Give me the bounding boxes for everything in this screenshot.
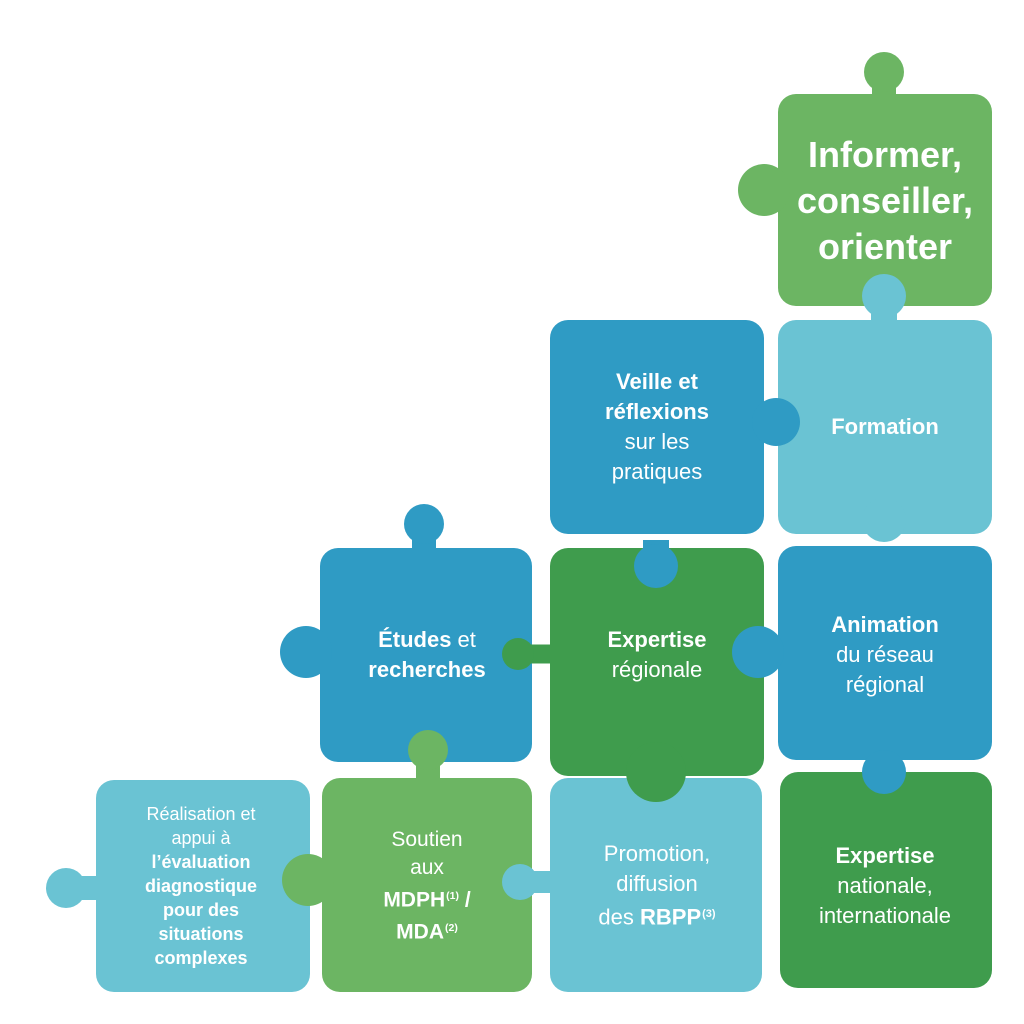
realisation-line-7: complexes (154, 948, 248, 968)
promotion-line-3-normal: des (598, 904, 640, 930)
soutien-mdph-note: (1) (446, 889, 459, 902)
knob-animation-left (732, 626, 784, 678)
knob-promotion-left (502, 864, 538, 900)
knob-soutien-top (408, 730, 448, 770)
promotion-line-2: diffusion (616, 871, 698, 897)
expertise-nationale-line-3: internationale (818, 903, 952, 928)
tile-veille (550, 320, 764, 534)
knob-veille-right (752, 398, 800, 446)
tile-soutien-text: Soutien aux MDPH(1) / MDA(2) (322, 780, 532, 992)
soutien-separator: / (459, 888, 471, 911)
tile-expertise-regionale-text: Expertise régionale (552, 550, 762, 760)
tile-promotion-text: Promotion, diffusion des RBPP(3) (552, 780, 762, 992)
knob-etudes-top (404, 504, 444, 544)
informer-line-1: Informer, (807, 134, 963, 175)
tile-realisation (96, 780, 310, 992)
expertise-nationale-line-1: Expertise (835, 843, 935, 868)
formation-line-1: Formation (831, 414, 939, 439)
tile-formation (778, 320, 992, 534)
tile-veille-text: Veille et réflexions sur les pratiques (552, 322, 762, 532)
expertise-nationale-line-2: nationale, (837, 873, 933, 898)
animation-line-3: régional (845, 672, 925, 697)
realisation-line-6: situations (158, 924, 244, 944)
informer-line-2: conseiller, (796, 180, 974, 221)
informer-line-3: orienter (817, 226, 953, 267)
veille-line-2: réflexions (605, 399, 709, 424)
soutien-mda-note: (2) (444, 922, 458, 934)
tile-expertise-nationale-text: Expertise nationale, internationale (780, 780, 990, 992)
etudes-line-2: recherches (368, 657, 486, 682)
tile-expertise-nationale (780, 772, 992, 988)
tile-animation (778, 546, 992, 760)
knob-informer-left (738, 164, 790, 216)
promotion-rbpp-note: (3) (702, 908, 716, 921)
tile-expertise-regionale (550, 548, 764, 776)
knob-veille-bottom (634, 544, 678, 588)
knob-expertise-regionale-left (502, 638, 534, 670)
etudes-line-1-normal: et (451, 627, 476, 652)
knob-informer-top (864, 52, 904, 92)
knob-formation-bottom (862, 498, 906, 542)
tile-soutien (322, 778, 532, 992)
soutien-line-2: aux (410, 855, 444, 879)
veille-line-1: Veille et (616, 369, 698, 394)
realisation-line-1: Réalisation et (146, 804, 256, 824)
knob-etudes-left (280, 626, 332, 678)
veille-line-3: sur les (624, 429, 690, 454)
tile-realisation-text: Réalisation et appui à l’évaluation diag… (96, 780, 306, 992)
animation-line-1: Animation (831, 612, 939, 637)
knob-animation-bottom (862, 750, 906, 794)
knob-soutien-left (282, 854, 334, 906)
tile-promotion (550, 778, 762, 992)
realisation-line-4: diagnostique (145, 876, 257, 896)
promotion-rbpp: RBPP (640, 904, 702, 930)
animation-line-2: du réseau (836, 642, 934, 667)
etudes-line-1-bold: Études (378, 627, 452, 652)
tile-informer (778, 94, 992, 306)
knob-formation-top (862, 274, 906, 318)
tile-informer-text: Informer, conseiller, orienter (780, 96, 990, 306)
veille-line-4: pratiques (611, 459, 703, 484)
expertise-regionale-line-1: Expertise (607, 627, 707, 652)
realisation-line-5: pour des (162, 900, 239, 920)
tile-formation-text: Formation (780, 322, 990, 532)
promotion-line-1: Promotion, (603, 841, 711, 867)
knob-realisation-left (46, 868, 86, 908)
tile-etudes-text: Études et recherches (322, 550, 532, 760)
soutien-mda: MDA (396, 920, 444, 944)
realisation-line-3: l’évaluation (151, 852, 251, 872)
expertise-regionale-line-2: régionale (611, 657, 703, 682)
realisation-line-2: appui à (171, 828, 231, 848)
tile-animation-text: Animation du réseau régional (780, 550, 990, 760)
tile-etudes (320, 548, 532, 762)
soutien-line-1: Soutien (391, 827, 463, 851)
knob-expertise-regionale-bottom (626, 742, 686, 802)
soutien-mdph: MDPH (383, 888, 446, 911)
